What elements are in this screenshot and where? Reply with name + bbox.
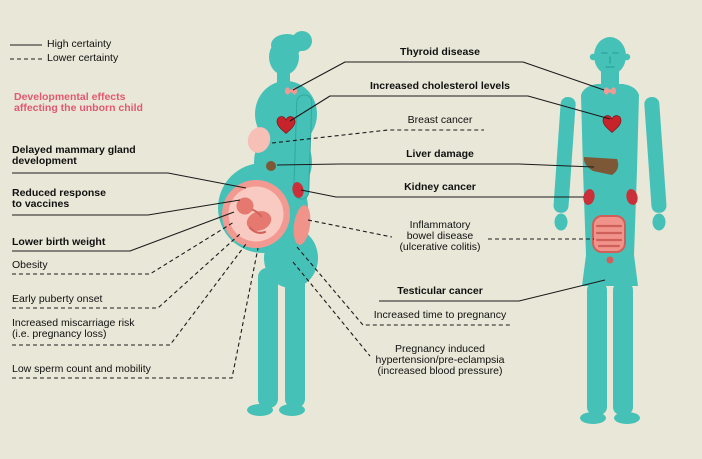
label-pregnancy-hypertension: Pregnancy induced hypertension/pre-eclam… [375, 343, 505, 377]
line-reduced-vaccines [12, 199, 241, 216]
man-torso [581, 84, 639, 286]
man-right-leg [613, 282, 633, 415]
label-lower-birth-weight: Lower birth weight [12, 236, 106, 248]
line-early-puberty [12, 233, 241, 309]
man-right-arm [644, 96, 667, 213]
man-left-kidney-icon [583, 189, 595, 205]
man-heart-icon [602, 115, 622, 133]
man-left-foot [580, 412, 606, 424]
legend-high-certainty-label: High certainty [47, 38, 112, 50]
label-early-puberty-onset: Early puberty onset [12, 293, 103, 305]
label-thyroid-disease: Thyroid disease [400, 46, 480, 58]
woman-arm [293, 94, 313, 200]
woman-organs [222, 87, 311, 248]
label-inflammatory-bowel-disease: Inflammatory bowel disease (ulcerative c… [399, 219, 481, 253]
label-delayed-mammary-gland: Delayed mammary gland development [12, 144, 136, 167]
label-obesity: Obesity [12, 259, 48, 271]
label-breast-cancer: Breast cancer [407, 114, 473, 126]
legend-lower-certainty-label: Lower certainty [47, 52, 119, 64]
label-liver-damage: Liver damage [406, 148, 474, 160]
woman-mammary-gland-icon [247, 127, 271, 153]
woman-liver-icon [266, 161, 276, 171]
man-neck [601, 71, 619, 87]
label-testicular-cancer: Testicular cancer [397, 285, 483, 297]
man-left-leg [587, 282, 607, 415]
developmental-effects-note: Developmental effects affecting the unbo… [14, 91, 143, 114]
line-kidney-cancer [300, 189, 584, 198]
man-thyroid-icon [603, 87, 617, 95]
line-hypertension [292, 261, 371, 357]
woman-thyroid-icon [284, 87, 298, 95]
man-right-kidney-icon [626, 189, 638, 205]
label-increased-time-to-pregnancy: Increased time to pregnancy [373, 309, 507, 321]
line-miscarriage [12, 243, 247, 346]
woman-kidney-icon [292, 182, 304, 198]
man-left-hand [554, 213, 568, 231]
man-intestines-icon [592, 215, 626, 264]
man-liver-icon [583, 157, 619, 175]
man-face-features [601, 52, 619, 68]
line-testicular [379, 279, 606, 302]
line-ibd-left [307, 219, 393, 238]
line-lower-birth-weight [12, 211, 235, 252]
woman-front-foot [247, 404, 273, 416]
line-cholesterol [289, 95, 611, 122]
man-right-hand [652, 213, 666, 231]
label-kidney-cancer: Kidney cancer [404, 181, 476, 193]
woman-hips [264, 228, 318, 288]
line-liver-damage [276, 163, 595, 168]
man-organs [583, 87, 638, 264]
woman-back-foot [279, 404, 305, 416]
woman-back-leg [285, 268, 305, 408]
connector-lines [10, 44, 611, 379]
woman-front-leg [258, 268, 278, 408]
line-breast-cancer [271, 129, 484, 144]
label-increased-cholesterol: Increased cholesterol levels [369, 80, 511, 92]
label-reduced-response-vaccines: Reduced response to vaccines [12, 187, 106, 210]
womb-fetus-icon [222, 180, 290, 248]
woman-head [269, 39, 299, 75]
line-delayed-mammary [12, 172, 247, 189]
line-obesity [12, 221, 235, 275]
line-low-sperm [12, 247, 259, 379]
man-left-arm [553, 96, 576, 213]
woman-neck [277, 67, 290, 85]
label-increased-miscarriage-risk: Increased miscarriage risk (i.e. pregnan… [12, 317, 135, 340]
label-low-sperm-count: Low sperm count and mobility [12, 363, 151, 375]
man-head [594, 37, 626, 75]
woman-pelvic-organ-icon [293, 205, 311, 245]
line-thyroid [292, 61, 605, 91]
man-right-foot [614, 412, 640, 424]
